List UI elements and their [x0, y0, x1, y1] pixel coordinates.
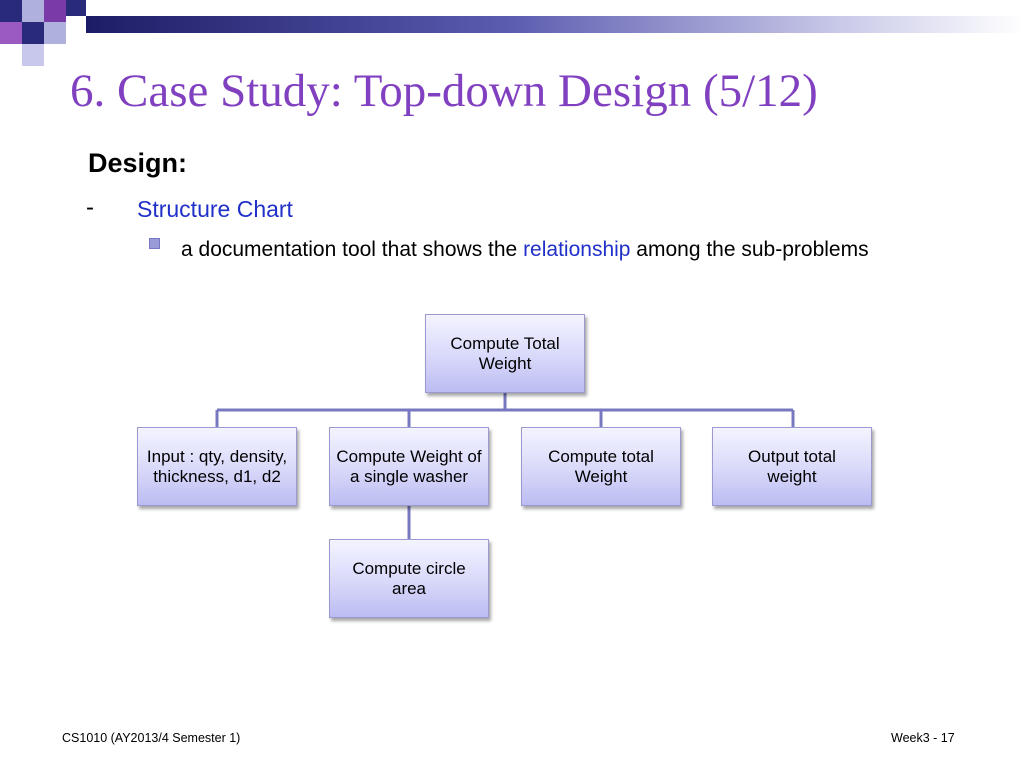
dash-bullet-marker: - — [86, 194, 94, 221]
chart-child-compute-total-box: Compute total Weight — [521, 427, 681, 506]
chart-root-box: Compute Total Weight — [425, 314, 585, 393]
description-text-before: a documentation tool that shows the — [181, 238, 524, 261]
square-bullet-icon — [149, 238, 160, 249]
header-gradient-bar — [86, 16, 1024, 33]
footer-course: CS1010 (AY2013/4 Semester 1) — [62, 731, 241, 745]
description-text-after: among the sub-problems — [630, 238, 869, 261]
slide-title: 6. Case Study: Top-down Design (5/12) — [70, 65, 818, 117]
footer-page-number: Week3 - 17 — [891, 731, 955, 745]
chart-child-output-box: Output total weight — [712, 427, 872, 506]
section-heading: Design: — [88, 148, 188, 178]
bullet-structure-chart: Structure Chart — [137, 196, 293, 222]
description-highlight: relationship — [523, 238, 631, 261]
bullet-description: a documentation tool that shows the rela… — [181, 234, 921, 265]
chart-grandchild-circle-area-box: Compute circle area — [329, 539, 489, 618]
chart-child-compute-washer-box: Compute Weight of a single washer — [329, 427, 489, 506]
chart-child-input-box: Input : qty, density, thickness, d1, d2 — [137, 427, 297, 506]
